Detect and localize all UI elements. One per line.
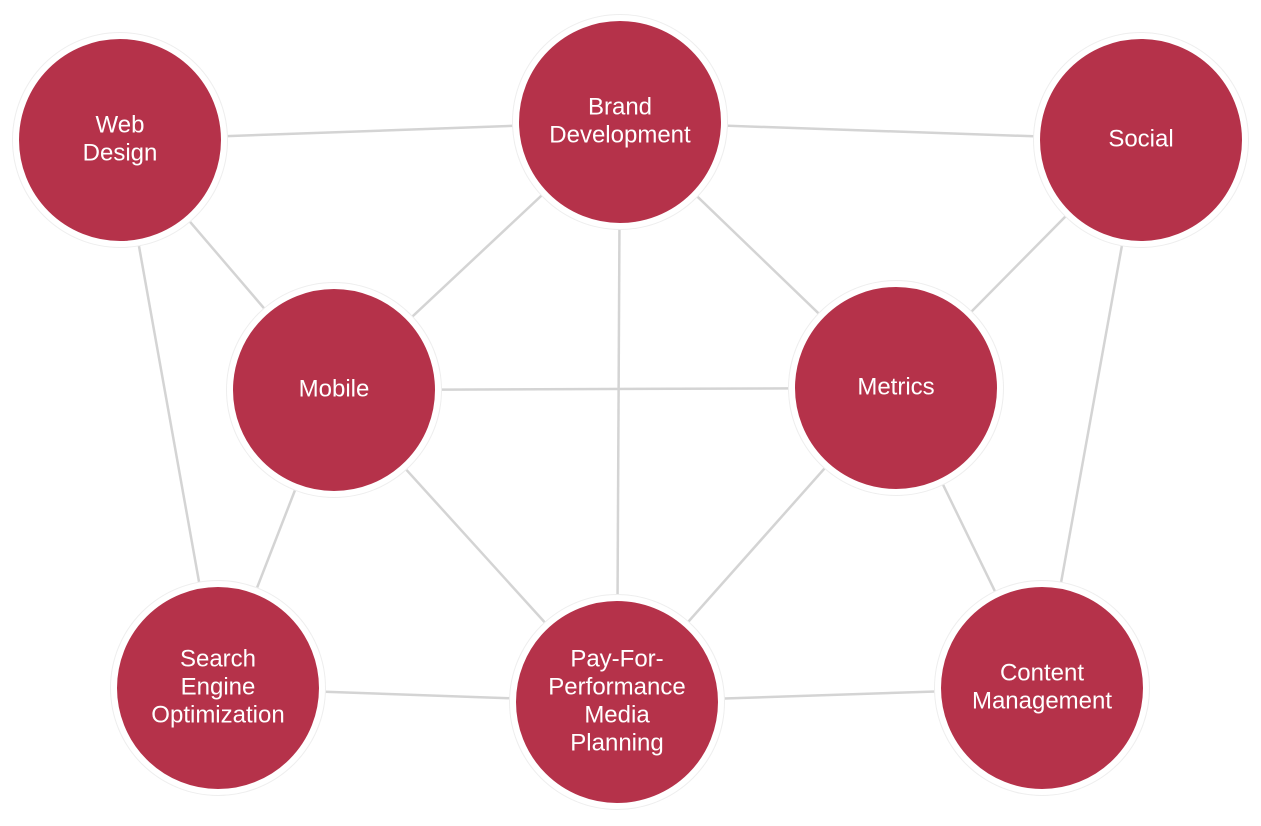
node-label-line: Mobile <box>299 375 370 402</box>
node-label-line: Pay-For- <box>570 645 663 672</box>
node-circle <box>935 581 1149 795</box>
node-circle <box>1034 33 1248 247</box>
node-circle <box>111 581 325 795</box>
node-label-line: Design <box>83 139 158 166</box>
node-label-line: Development <box>549 121 691 148</box>
node-label-line: Social <box>1108 125 1173 152</box>
node-circle <box>227 283 441 497</box>
node-label-line: Brand <box>588 93 652 120</box>
node-label-line: Content <box>1000 659 1084 686</box>
node-mobile: Mobile <box>226 282 442 498</box>
node-label-line: Optimization <box>151 701 284 728</box>
node-label-line: Management <box>972 687 1112 714</box>
node-label-line: Media <box>584 701 650 728</box>
node-circle <box>789 281 1003 495</box>
node-label-line: Metrics <box>857 373 934 400</box>
node-metrics: Metrics <box>788 280 1004 496</box>
node-circle <box>13 33 227 247</box>
node-label-line: Engine <box>181 673 256 700</box>
node-circle <box>510 595 724 809</box>
node-circle <box>513 15 727 229</box>
node-social: Social <box>1033 32 1249 248</box>
node-label-line: Planning <box>570 729 663 756</box>
node-label-line: Search <box>180 645 256 672</box>
node-label-line: Web <box>96 111 145 138</box>
node-label-line: Performance <box>548 673 685 700</box>
